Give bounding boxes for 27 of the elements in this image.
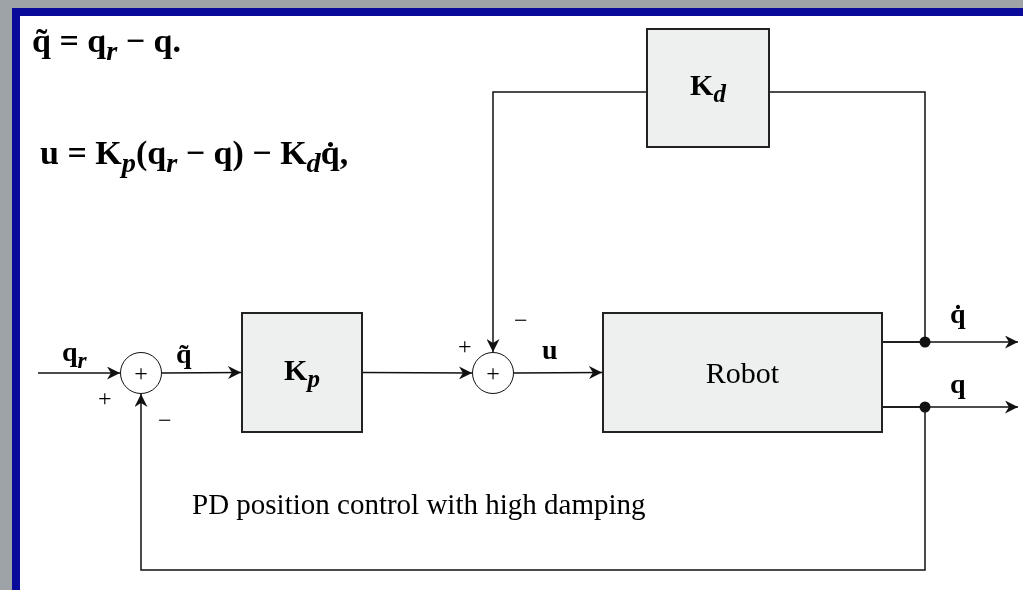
caption: PD position control with high damping: [192, 490, 646, 519]
signal-label: q$_{r}$: [62, 338, 87, 372]
signal-label: q̇: [950, 300, 966, 328]
block-label: Robot: [705, 355, 780, 390]
block-label: K$_{p}$: [284, 352, 320, 393]
arrow: [37, 366, 121, 380]
arrow: [362, 366, 473, 380]
arrow: [134, 393, 926, 571]
equation: u = K$_{p}$(q$_{r}$ − q) − K$_{d}$q̇,: [40, 136, 349, 178]
plus-sign: +: [486, 359, 500, 387]
plus-sign: +: [134, 359, 148, 387]
signal-line: [769, 91, 926, 343]
equation: q̃ = q$_{r}$ − q.: [32, 24, 182, 66]
block: [241, 312, 363, 433]
sign-label: +: [458, 334, 472, 358]
sign-label: +: [98, 386, 112, 410]
arrow: [513, 366, 603, 380]
block: [602, 312, 883, 433]
block: [646, 28, 770, 148]
sign-label: −: [514, 308, 528, 332]
signal-label: q̃: [176, 340, 192, 368]
block-label: K$_{d}$: [690, 68, 726, 108]
signal-label: u: [542, 336, 558, 364]
signal-label: q: [950, 370, 966, 398]
sign-label: −: [158, 408, 172, 432]
arrow: [486, 91, 647, 353]
arrow: [161, 366, 242, 380]
